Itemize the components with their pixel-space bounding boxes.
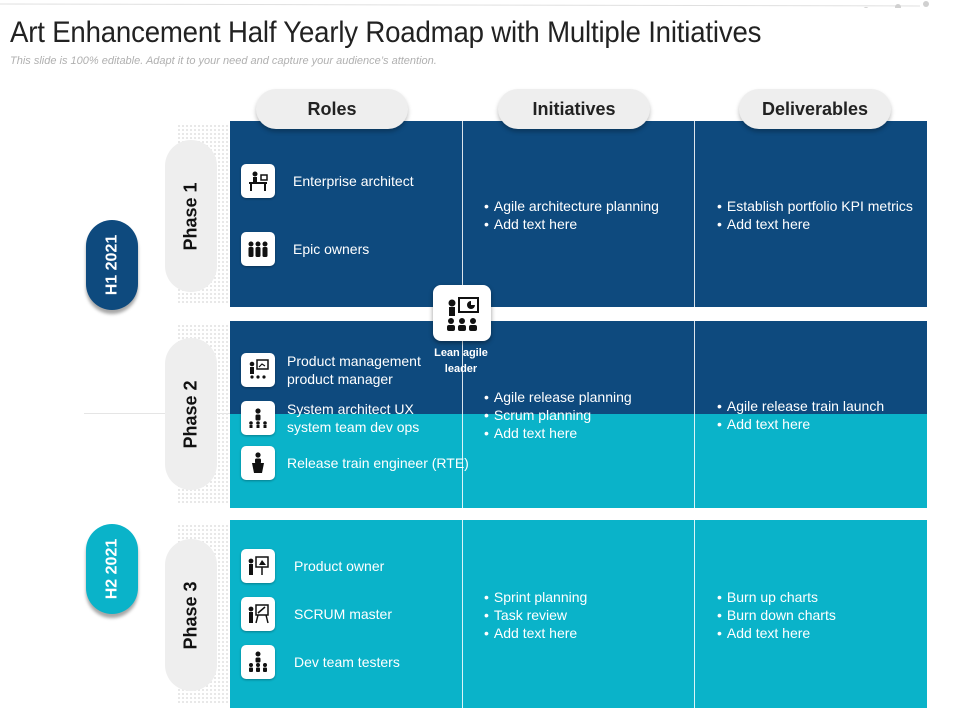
- list-item: Add text here: [717, 415, 884, 433]
- list-item: Task review: [484, 606, 587, 624]
- phase-3-deliverables: Burn up charts Burn down charts Add text…: [717, 588, 836, 642]
- list-item: Add text here: [484, 215, 659, 233]
- phase-2-label: Phase 2: [165, 338, 217, 490]
- role-item: Product management product manager: [241, 352, 421, 388]
- page-title: Art Enhancement Half Yearly Roadmap with…: [10, 16, 762, 49]
- divider: [694, 121, 695, 307]
- team-meeting-icon: [241, 645, 275, 679]
- list-item: Establish portfolio KPI metrics: [717, 197, 913, 215]
- divider: [462, 321, 463, 508]
- column-header-roles: Roles: [256, 89, 408, 129]
- phase-1-label: Phase 1: [165, 140, 217, 292]
- column-header-initiatives: Initiatives: [498, 89, 650, 129]
- desk-worker-icon: [241, 164, 275, 198]
- list-item: Agile release planning: [484, 388, 632, 406]
- role-item: Release train engineer (RTE): [241, 446, 469, 480]
- page-subtitle: This slide is 100% editable. Adapt it to…: [10, 55, 437, 67]
- list-item: Add text here: [484, 624, 587, 642]
- list-item: Agile architecture planning: [484, 197, 659, 215]
- list-item: Add text here: [717, 215, 913, 233]
- list-item: Agile release train launch: [717, 397, 884, 415]
- phase-3-initiatives: Sprint planning Task review Add text her…: [484, 588, 587, 642]
- column-header-deliverables: Deliverables: [739, 89, 891, 129]
- lean-agile-leader-icon: [433, 285, 491, 341]
- list-item: Add text here: [717, 624, 836, 642]
- role-item: Epic owners: [241, 232, 369, 266]
- divider: [694, 520, 695, 708]
- role-item: SCRUM master: [241, 597, 392, 631]
- phase-2-initiatives: Agile release planning Scrum planning Ad…: [484, 388, 632, 442]
- presentation-board-icon: [241, 549, 275, 583]
- group-icon: [241, 232, 275, 266]
- presentation-icon: [241, 353, 275, 387]
- presenter-icon: [241, 597, 275, 631]
- phase-2-deliverables: Agile release train launch Add text here: [717, 397, 884, 433]
- list-item: Sprint planning: [484, 588, 587, 606]
- role-item: Enterprise architect: [241, 164, 414, 198]
- list-item: Burn down charts: [717, 606, 836, 624]
- team-leader-icon: [241, 401, 275, 435]
- podium-speaker-icon: [241, 446, 275, 480]
- role-item: System architect UX system team dev ops: [241, 400, 419, 436]
- list-item: Scrum planning: [484, 406, 632, 424]
- half-divider-line: [84, 413, 230, 414]
- list-item: Burn up charts: [717, 588, 836, 606]
- role-item: Product owner: [241, 549, 384, 583]
- top-decorative-line: [0, 1, 929, 8]
- phase-1-deliverables: Establish portfolio KPI metrics Add text…: [717, 197, 913, 233]
- divider: [694, 321, 695, 508]
- role-item: Dev team testers: [241, 645, 400, 679]
- lean-agile-leader-label: Lean agile leader: [434, 347, 488, 375]
- phase-1-initiatives: Agile architecture planning Add text her…: [484, 197, 659, 233]
- h2-2021-label: H2 2021: [86, 524, 138, 614]
- divider: [462, 520, 463, 708]
- phase-3-label: Phase 3: [165, 539, 217, 691]
- h1-2021-label: H1 2021: [86, 220, 138, 310]
- list-item: Add text here: [484, 424, 632, 442]
- divider: [462, 121, 463, 307]
